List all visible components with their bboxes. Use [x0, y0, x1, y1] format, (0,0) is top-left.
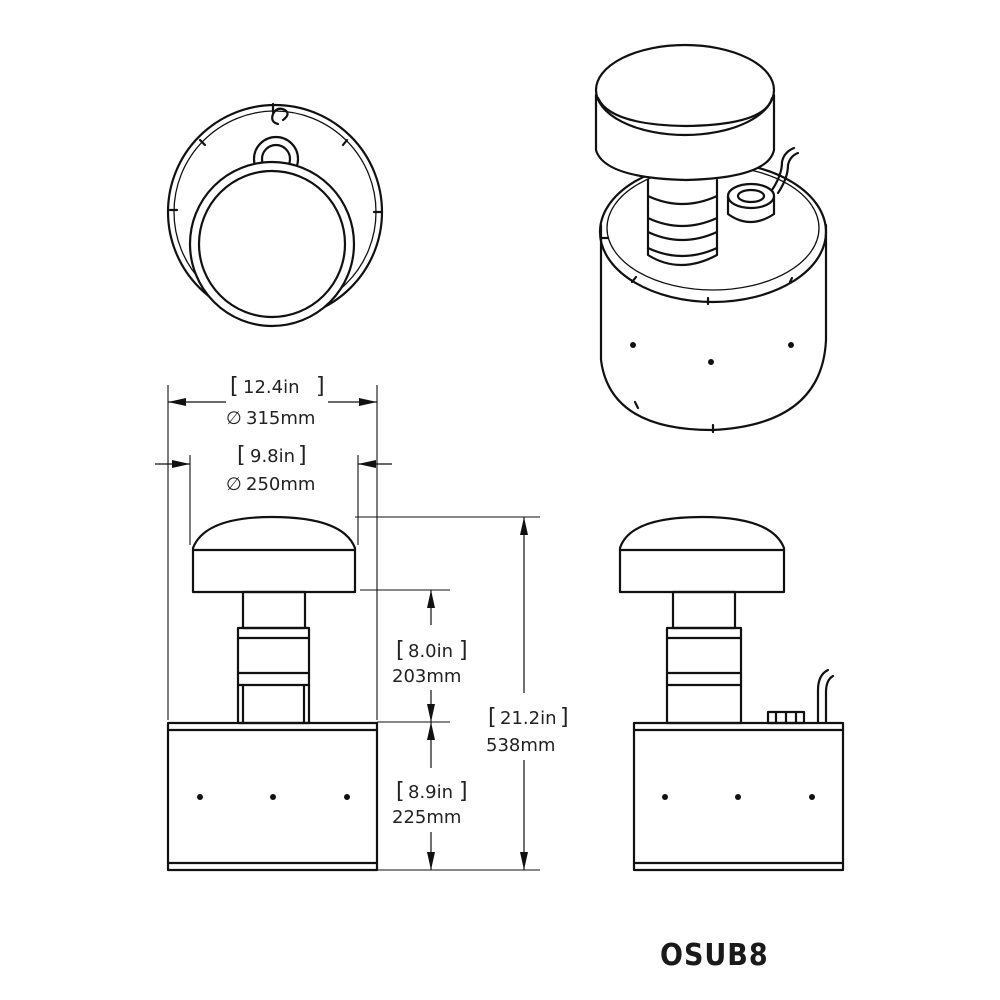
- dim-lower-metric: 225mm: [392, 807, 461, 828]
- dim-upper-metric: 203mm: [392, 666, 461, 687]
- dim-inner-diameter: [ 9.8in ] ∅ 250mm: [226, 443, 315, 495]
- svg-text:]: ]: [298, 443, 307, 468]
- front-neck-rings: [236, 626, 311, 725]
- svg-text:[: [: [396, 779, 405, 804]
- dim-upper-imperial: 8.0in: [408, 641, 453, 662]
- svg-text:]: ]: [560, 705, 569, 730]
- side-cable: [816, 668, 830, 725]
- svg-text:]: ]: [316, 374, 325, 399]
- svg-text:[: [: [396, 638, 405, 663]
- diameter-symbol: ∅: [226, 474, 242, 495]
- dim-lower-imperial: 8.9in: [408, 782, 453, 803]
- dim-upper-height: [ 8.0in ] 203mm: [392, 638, 468, 687]
- dim-outer-metric: 315mm: [246, 408, 315, 429]
- iso-gland: [726, 182, 776, 210]
- dim-inner-imperial: 9.8in: [250, 446, 295, 467]
- front-dome: [191, 515, 357, 594]
- side-base: [632, 721, 845, 872]
- svg-text:]: ]: [459, 638, 468, 663]
- top-view-cap-inner: [197, 169, 347, 319]
- svg-text:]: ]: [459, 779, 468, 804]
- side-view: [618, 515, 845, 872]
- dim-outer-imperial: 12.4in: [243, 377, 300, 398]
- dim-inner-metric: 250mm: [246, 474, 315, 495]
- top-view-rim-ticks: [168, 102, 383, 214]
- side-dome: [618, 515, 786, 594]
- svg-text:[: [: [230, 374, 239, 399]
- iso-base-ticks: [599, 236, 794, 434]
- dim-total-imperial: 21.2in: [500, 708, 557, 729]
- svg-text:[: [: [488, 705, 497, 730]
- top-view: [166, 102, 384, 328]
- top-view-cap-outer: [188, 160, 356, 328]
- front-view: [166, 515, 379, 872]
- iso-cap-top: [594, 43, 776, 137]
- isometric-view: [594, 43, 828, 434]
- model-name: OSUB8: [660, 938, 769, 973]
- dim-lower-height: [ 8.9in ] 225mm: [392, 779, 468, 828]
- dim-total-metric: 538mm: [486, 735, 555, 756]
- iso-cable: [770, 146, 796, 192]
- dim-total-height: [ 21.2in ] 538mm: [486, 705, 569, 756]
- front-base: [166, 721, 379, 872]
- cable-hook-icon: [271, 107, 289, 126]
- svg-text:[: [: [237, 443, 246, 468]
- dimension-lines: [155, 385, 540, 871]
- dim-outer-diameter: [ 12.4in ] ∅ 315mm: [226, 374, 325, 429]
- diameter-symbol: ∅: [226, 408, 242, 429]
- front-neck-upper: [241, 590, 307, 630]
